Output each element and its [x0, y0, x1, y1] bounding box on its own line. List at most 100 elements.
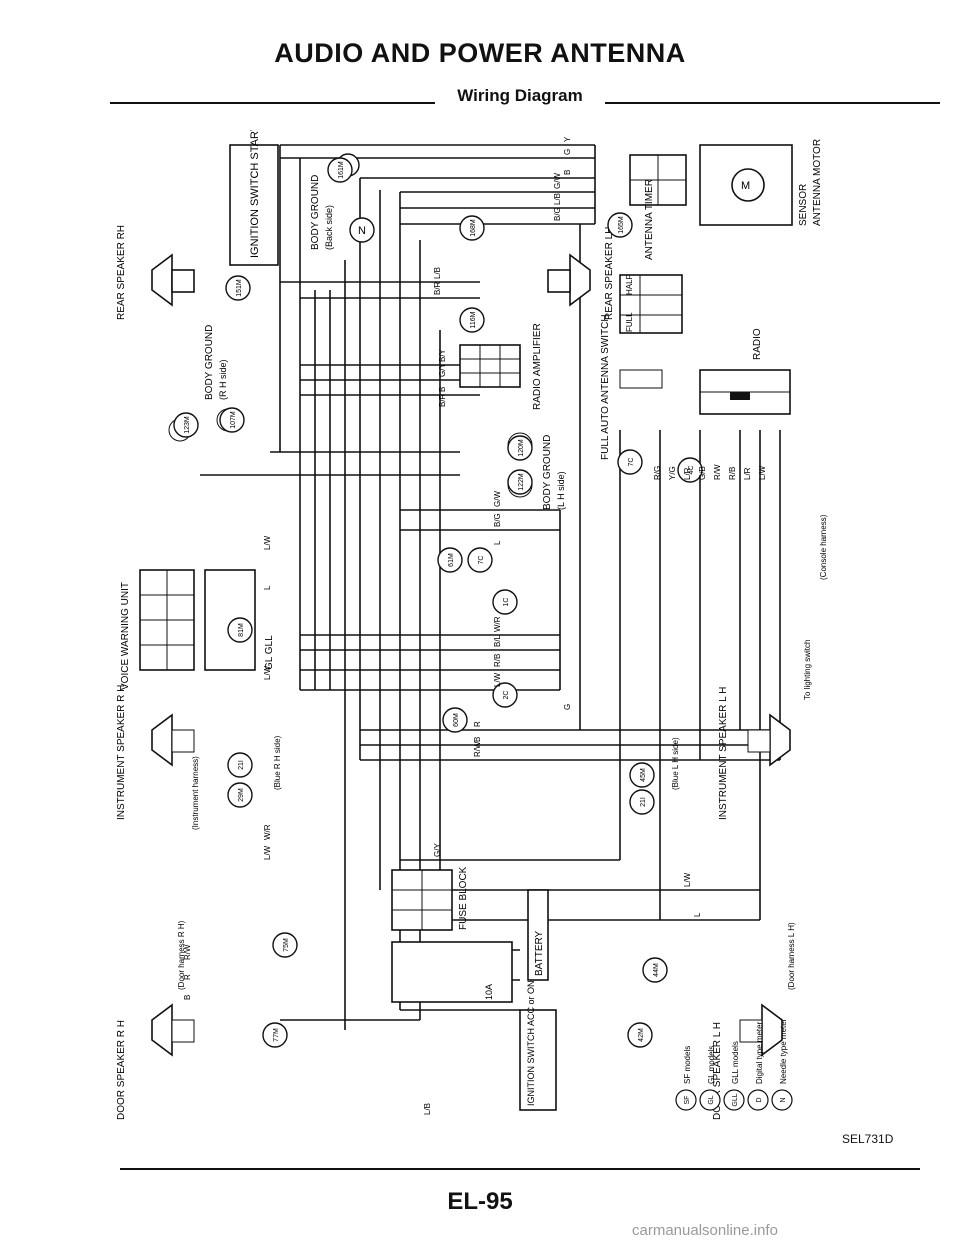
wire-label: G	[563, 149, 572, 155]
wire-label: R	[183, 974, 192, 980]
svg-text:61M: 61M	[448, 553, 455, 567]
svg-text:107M: 107M	[230, 411, 237, 429]
connector-161M: 161M	[327, 157, 353, 183]
wire-label: R/G	[653, 466, 662, 480]
wire-label: R/B	[493, 654, 502, 667]
sensor-label: SENSOR	[798, 184, 809, 226]
body-ground-back-note: (Back side)	[324, 205, 334, 250]
connector-75M: 75M	[272, 932, 298, 958]
voice-warning-unit: VOICE WARNING UNIT GL GLL	[120, 569, 275, 690]
wire-label-layer: YGBG/WL/BB/GL/BB/RB/YG/YBB/RL/WLL/WG/WB/…	[183, 136, 767, 1115]
wire-label: G/Y	[433, 843, 442, 857]
svg-text:161M: 161M	[338, 161, 345, 179]
connector-45M: 45M	[629, 762, 655, 788]
wire-label: G	[563, 704, 572, 710]
wire-label: B/G	[493, 513, 502, 527]
body-ground-back-label: BODY GROUND	[310, 175, 321, 250]
wire-label: B	[563, 170, 572, 175]
wire-label: G/W	[493, 491, 502, 507]
svg-text:2C: 2C	[503, 691, 510, 700]
wire-label: L/W	[263, 845, 272, 860]
voice-warning-label: VOICE WARNING UNIT	[120, 582, 131, 690]
svg-text:151M: 151M	[236, 279, 243, 297]
antenna-motor-label: ANTENNA MOTOR	[812, 139, 823, 226]
battery: BATTERY	[527, 889, 549, 981]
svg-text:N: N	[780, 1097, 787, 1102]
svg-text:75M: 75M	[283, 938, 290, 952]
connector-151M: 151M	[225, 275, 251, 301]
wire-label: W/R	[493, 616, 502, 632]
connector-60M: 60M	[442, 707, 468, 733]
connector-7C: 7C	[617, 449, 643, 475]
connector-61M: 61M	[437, 547, 463, 573]
legend-item-n: N Needle type meter	[771, 1018, 793, 1111]
wire-label: L/R	[683, 467, 692, 480]
connector-44M: 44M	[642, 957, 668, 983]
door-harness-rh-note: (Door harness R H)	[177, 920, 186, 990]
svg-text:7C: 7C	[628, 458, 635, 467]
radio-label: RADIO	[752, 328, 763, 360]
diagram-subtitle: Wiring Diagram	[457, 86, 583, 105]
wire-label: B/R	[438, 393, 447, 407]
wire-label: L/W	[263, 535, 272, 550]
svg-text:GL models: GL models	[707, 1046, 716, 1084]
wiring-diagram: IGNITION SWITCH START BODY GROUND (Back …	[116, 130, 828, 1120]
switch-full: FULL	[625, 312, 634, 332]
wire-label: L/W	[493, 672, 502, 687]
instrument-speaker-lh: INSTRUMENT SPEAKER L H (Blue L H side)	[671, 687, 791, 820]
antenna-timer-label: ANTENNA TIMER	[644, 179, 655, 260]
door-speaker-lh: DOOR SPEAKER L H (Door harness L H)	[712, 922, 796, 1120]
wire-label: L	[493, 540, 502, 545]
connector-42M: 42M	[627, 1022, 653, 1048]
ignition-switch-acc: IGNITION SWITCH ACC or ON	[519, 980, 557, 1111]
door-speaker-rh: DOOR SPEAKER R H (Door harness R H)	[116, 920, 195, 1120]
rear-speaker-rh: REAR SPEAKER RH	[116, 225, 195, 320]
connector-n: N	[358, 225, 366, 237]
svg-text:77M: 77M	[273, 1028, 280, 1042]
svg-text:GLL: GLL	[732, 1093, 739, 1106]
wire-label: L	[263, 585, 272, 590]
svg-text:123M: 123M	[184, 416, 191, 434]
wire-label: L/B	[433, 267, 442, 279]
ignition-acc-label: IGNITION SWITCH ACC or ON	[526, 980, 536, 1106]
rule-left	[110, 102, 435, 104]
switch-half: HALF	[625, 274, 634, 295]
svg-text:44M: 44M	[653, 963, 660, 977]
svg-text:45M: 45M	[640, 768, 647, 782]
wire-label: G/B	[698, 466, 707, 480]
svg-text:7C: 7C	[478, 556, 485, 565]
connector-21I: 21I	[629, 789, 655, 815]
svg-text:Needle type meter: Needle type meter	[779, 1018, 788, 1084]
rear-speaker-lh: REAR SPEAKER LH	[547, 227, 615, 320]
connector-116M: 116M	[459, 307, 485, 333]
wire-label: B/L	[493, 634, 502, 647]
antenna-timer: ANTENNA TIMER	[629, 154, 687, 260]
connector-2C: 2C	[492, 682, 518, 708]
wire-label: W/R	[263, 824, 272, 840]
subtitle-row: Wiring Diagram	[110, 86, 940, 110]
door-harness-lh-note: (Door harness L H)	[787, 922, 796, 990]
rule-right	[605, 102, 940, 104]
connector-122M: 122M	[507, 469, 533, 495]
ignition-start-label: IGNITION SWITCH START	[249, 130, 261, 258]
wire-label: B	[438, 387, 447, 392]
connector-1C: 1C	[492, 589, 518, 615]
connector-21I: 21I	[227, 752, 253, 778]
svg-text:81M: 81M	[238, 623, 245, 637]
svg-text:168M: 168M	[470, 219, 477, 237]
wire-label: Y/G	[668, 466, 677, 480]
console-harness-note: (Console harness)	[819, 514, 828, 580]
svg-text:D: D	[756, 1097, 763, 1102]
door-speaker-lh-label: DOOR SPEAKER L H	[712, 1022, 723, 1120]
wire-label: G/W	[553, 173, 562, 189]
gl-gll-note: GL GLL	[264, 635, 275, 670]
connector-168M: 168M	[459, 215, 485, 241]
wire-label: G/Y	[438, 363, 447, 377]
wire-label: R/W	[713, 464, 722, 480]
watermark: carmanualsonline.info	[632, 1222, 778, 1239]
svg-text:165M: 165M	[618, 216, 625, 234]
